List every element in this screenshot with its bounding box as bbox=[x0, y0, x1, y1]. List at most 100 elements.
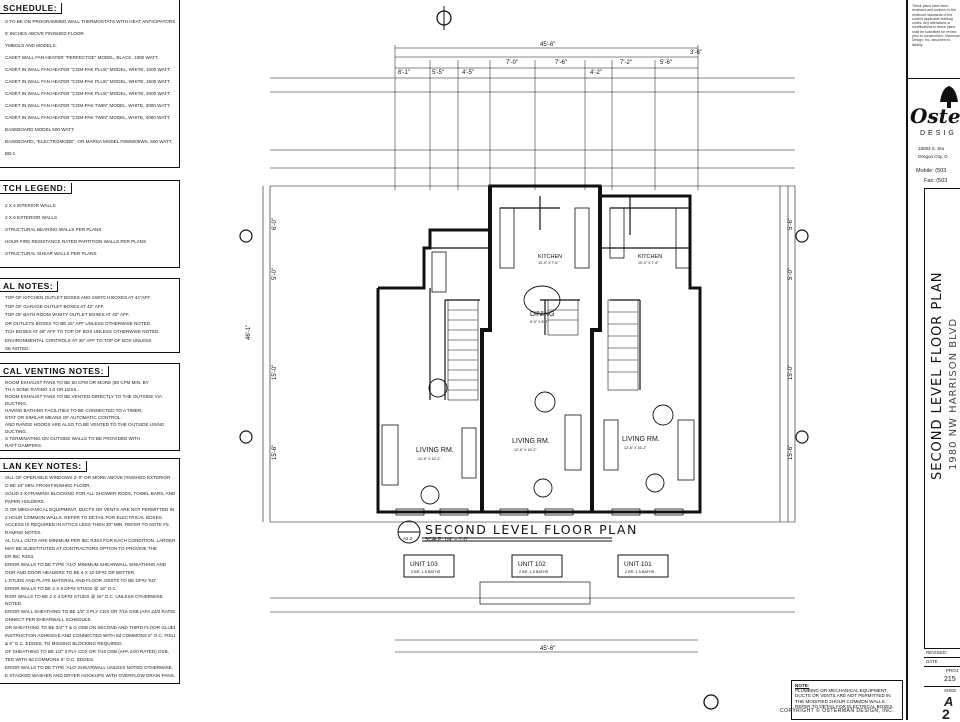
heater-schedule-title: SCHEDULE: bbox=[0, 3, 63, 14]
section-marker-left bbox=[239, 229, 253, 243]
right-dim-1: 5'-6" bbox=[788, 218, 794, 230]
note-line: BASEBOARD MODEL 500 WATT. bbox=[5, 127, 75, 132]
note-line: AND RANGE HOODS ARE ALSO TO BE VENTED TO… bbox=[5, 422, 165, 427]
top-dim-6: 4'-2" bbox=[590, 70, 602, 76]
stairs bbox=[447, 299, 639, 401]
section-marker-left-2 bbox=[239, 430, 253, 444]
unit-101-label: UNIT 101 bbox=[624, 561, 652, 568]
bottom-note-box: NOTE: PLUMBING OR MECHANICAL EQUIPMENT, … bbox=[791, 680, 903, 720]
title-block-mobile: Mobile: (503 bbox=[916, 168, 947, 174]
note-line: S TERMINATING ON OUTSIDE WALLS TO BE PRO… bbox=[5, 436, 141, 441]
note-line: HOUR FIRE RESISTANCE RATED PARTITION WAL… bbox=[5, 239, 147, 244]
electrical-notes-box: AL NOTES: TOP OF KITCHEN OUTLET BOXES AN… bbox=[0, 278, 180, 353]
right-dim-2: 5'-0" bbox=[788, 268, 794, 280]
tb-divider-3 bbox=[924, 666, 960, 667]
title-block-date: DATE bbox=[926, 659, 938, 664]
kitchen-counters bbox=[431, 207, 691, 293]
room-living-101: LIVING RM. bbox=[622, 436, 660, 443]
note-line: RIOR WALLS TO BE 2 X 4 DF#2 STUDS @ 16" … bbox=[5, 593, 163, 599]
top-dim-8: 5'-6" bbox=[660, 60, 672, 66]
note-line: PAPER HOLDERS. bbox=[5, 498, 45, 504]
wall-note-box bbox=[479, 581, 591, 605]
right-dim-3: 15'-0" bbox=[788, 365, 794, 380]
note-line: ER IBC R3S3. bbox=[5, 554, 35, 559]
note-line: TOP OF GARAGE OUTLET BOXES AT 42" AFF. bbox=[5, 303, 105, 309]
note-line: INSTRUCTION ADHESIVE AND CONNECTED WITH … bbox=[5, 633, 175, 638]
left-dim-4: 15'-6" bbox=[272, 445, 278, 460]
top-dim-4: 7'-0" bbox=[506, 60, 518, 66]
top-dimension-ticks bbox=[394, 45, 699, 190]
note-line: CADET WALL FAN HEATER "PERFECTOE" MODEL,… bbox=[5, 55, 159, 60]
note-line: E STACKED WASHER AND DRYER HOOKUPS WITH … bbox=[5, 672, 175, 678]
dim-left-total: 46'-1" bbox=[246, 325, 252, 340]
venting-notes-box: CAL VENTING NOTES: ROOM EXHAUST FANS TO … bbox=[0, 363, 180, 451]
unit-boxes bbox=[403, 554, 669, 578]
bottom-dimension-lines bbox=[270, 521, 795, 653]
note-line: AL CALL OUTS ARE MINIMUM PER IBC R3S3 FO… bbox=[5, 538, 175, 544]
room-dining: DINING bbox=[530, 311, 555, 318]
bottom-note-title: NOTE: bbox=[795, 683, 810, 688]
note-line: O BE 24" MIN. FROM FINISHED FLOOR. bbox=[5, 482, 91, 488]
floor-plan-drawing: 45'-6" 45'-6" 46'-1" 6'-1" 5'-5" 4'-5" 7… bbox=[239, 6, 809, 710]
venting-notes-title: CAL VENTING NOTES: bbox=[0, 366, 109, 377]
note-line: SILL OF OPERABLE WINDOWS 2'-0" OR MORE A… bbox=[5, 475, 171, 480]
title-block: These plans have been reviewed and confo… bbox=[906, 0, 960, 722]
note-line: MAY BE SUBSTITUTED AT CONTRACTORS OPTION… bbox=[5, 546, 157, 552]
plan-key-notes-box: LAN KEY NOTES: SILL OF OPERABLE WINDOWS … bbox=[0, 458, 180, 684]
title-block-sheet-letter: A bbox=[944, 694, 954, 709]
note-line: TCH BOXES AT 48" AFF TO TOP OF BOX UNLES… bbox=[5, 329, 160, 334]
note-line: ACCESS IS REQUIRED IN ATTICS LESS THEN 3… bbox=[5, 522, 169, 528]
unit-102-sub: 2 BR, 1.5 BATHS bbox=[519, 570, 549, 574]
plan-labels: 45'-6" 45'-6" 46'-1" 6'-1" 5'-5" 4'-5" 7… bbox=[246, 42, 794, 652]
note-line: 2 X 4 INTERIOR WALLS bbox=[5, 203, 56, 208]
note-line: ERIOR WALLS TO BE TYPE 'A1O' SHEARWALL U… bbox=[5, 664, 174, 670]
room-living-101-size: 12'-6" X 16'-2" bbox=[624, 446, 647, 450]
north-arrow-top bbox=[436, 6, 452, 30]
note-line: CADET IN WALL FAN HEATER "COM-PAK PLUS" … bbox=[5, 67, 171, 72]
note-line: & 6" O.C. EDGES. TO MISSING BLOCKING REQ… bbox=[5, 640, 123, 646]
tb-divider-4 bbox=[924, 686, 960, 687]
overall-dim-bottom: 45'-6" bbox=[540, 646, 555, 652]
note-line: TOP OF BATH ROOM VANITY OUTLET BOXES AT … bbox=[5, 312, 130, 317]
exterior-walls bbox=[376, 184, 702, 514]
title-block-address: 18083 S. Sta bbox=[918, 146, 945, 151]
windows-bottom bbox=[395, 508, 684, 516]
room-living-102: LIVING RM. bbox=[512, 438, 550, 445]
tb-divider-2 bbox=[924, 657, 960, 658]
note-line: BASEBOARD, "ELECTROMODE", OR MARSA MODEL… bbox=[5, 139, 173, 144]
title-block-proj-no: 215 bbox=[944, 676, 956, 683]
note-line: CADET IN WALL FAN HEATER "COM-PAK TWIN" … bbox=[5, 103, 171, 108]
note-line: RAMING NOTES. bbox=[5, 530, 42, 536]
note-line: ERIOR WALLS TO BE TYPE 'A1O' MINIMUM SHE… bbox=[5, 561, 167, 567]
note-line: TH A SONE RATING 1.0 OR LESS. bbox=[5, 387, 78, 392]
title-block-sheet: SHEE bbox=[944, 688, 957, 693]
plan-title: SECOND LEVEL FLOOR PLAN bbox=[425, 522, 638, 537]
unit-102-label: UNIT 102 bbox=[518, 561, 546, 568]
title-block-sheet-title-area bbox=[924, 188, 960, 649]
note-line: SE NOTED. bbox=[5, 346, 30, 351]
plan-key-notes-title: LAN KEY NOTES: bbox=[0, 461, 87, 472]
note-line: 2 X 6 EXTERIOR WALLS bbox=[5, 215, 58, 220]
plan-detail-ref: A2.2 bbox=[403, 536, 413, 541]
top-dimension-lines bbox=[270, 47, 795, 187]
logo-subtext: DESIG bbox=[920, 130, 957, 137]
section-marker-right-2 bbox=[795, 430, 809, 444]
title-block-sheet-no: 2 bbox=[942, 706, 950, 722]
note-line: L STUDS AND PLATE MATERIAL AND FLOOR JOI… bbox=[5, 577, 158, 583]
logo-tree-icon bbox=[940, 86, 958, 108]
top-dim-1: 6'-1" bbox=[398, 70, 410, 76]
living-room-furniture bbox=[381, 414, 695, 486]
copyright: COPYRIGHT © OSTERMAN DESIGN, INC. bbox=[780, 708, 895, 714]
room-living-102-size: 12'-6" X 16'-2" bbox=[514, 448, 537, 452]
hatch-legend-title: TCH LEGEND: bbox=[0, 183, 72, 194]
note-line: YMBOLS AND MODELS: bbox=[5, 43, 57, 48]
title-block-fax: Fax: (503 bbox=[924, 178, 948, 184]
note-line: CADET IN WALL FAN HEATER "COM-PAK PLUS" … bbox=[5, 79, 171, 84]
overall-dim-top: 45'-6" bbox=[540, 42, 555, 48]
note-line: NOTED. bbox=[5, 601, 23, 607]
tb-divider-1 bbox=[924, 648, 960, 649]
hatch-legend-box: TCH LEGEND: 2 X 4 INTERIOR WALLS 2 X 6 EX… bbox=[0, 180, 180, 268]
title-block-notes: These plans have been reviewed and confo… bbox=[908, 0, 960, 79]
side-dimension-lines bbox=[262, 186, 796, 522]
